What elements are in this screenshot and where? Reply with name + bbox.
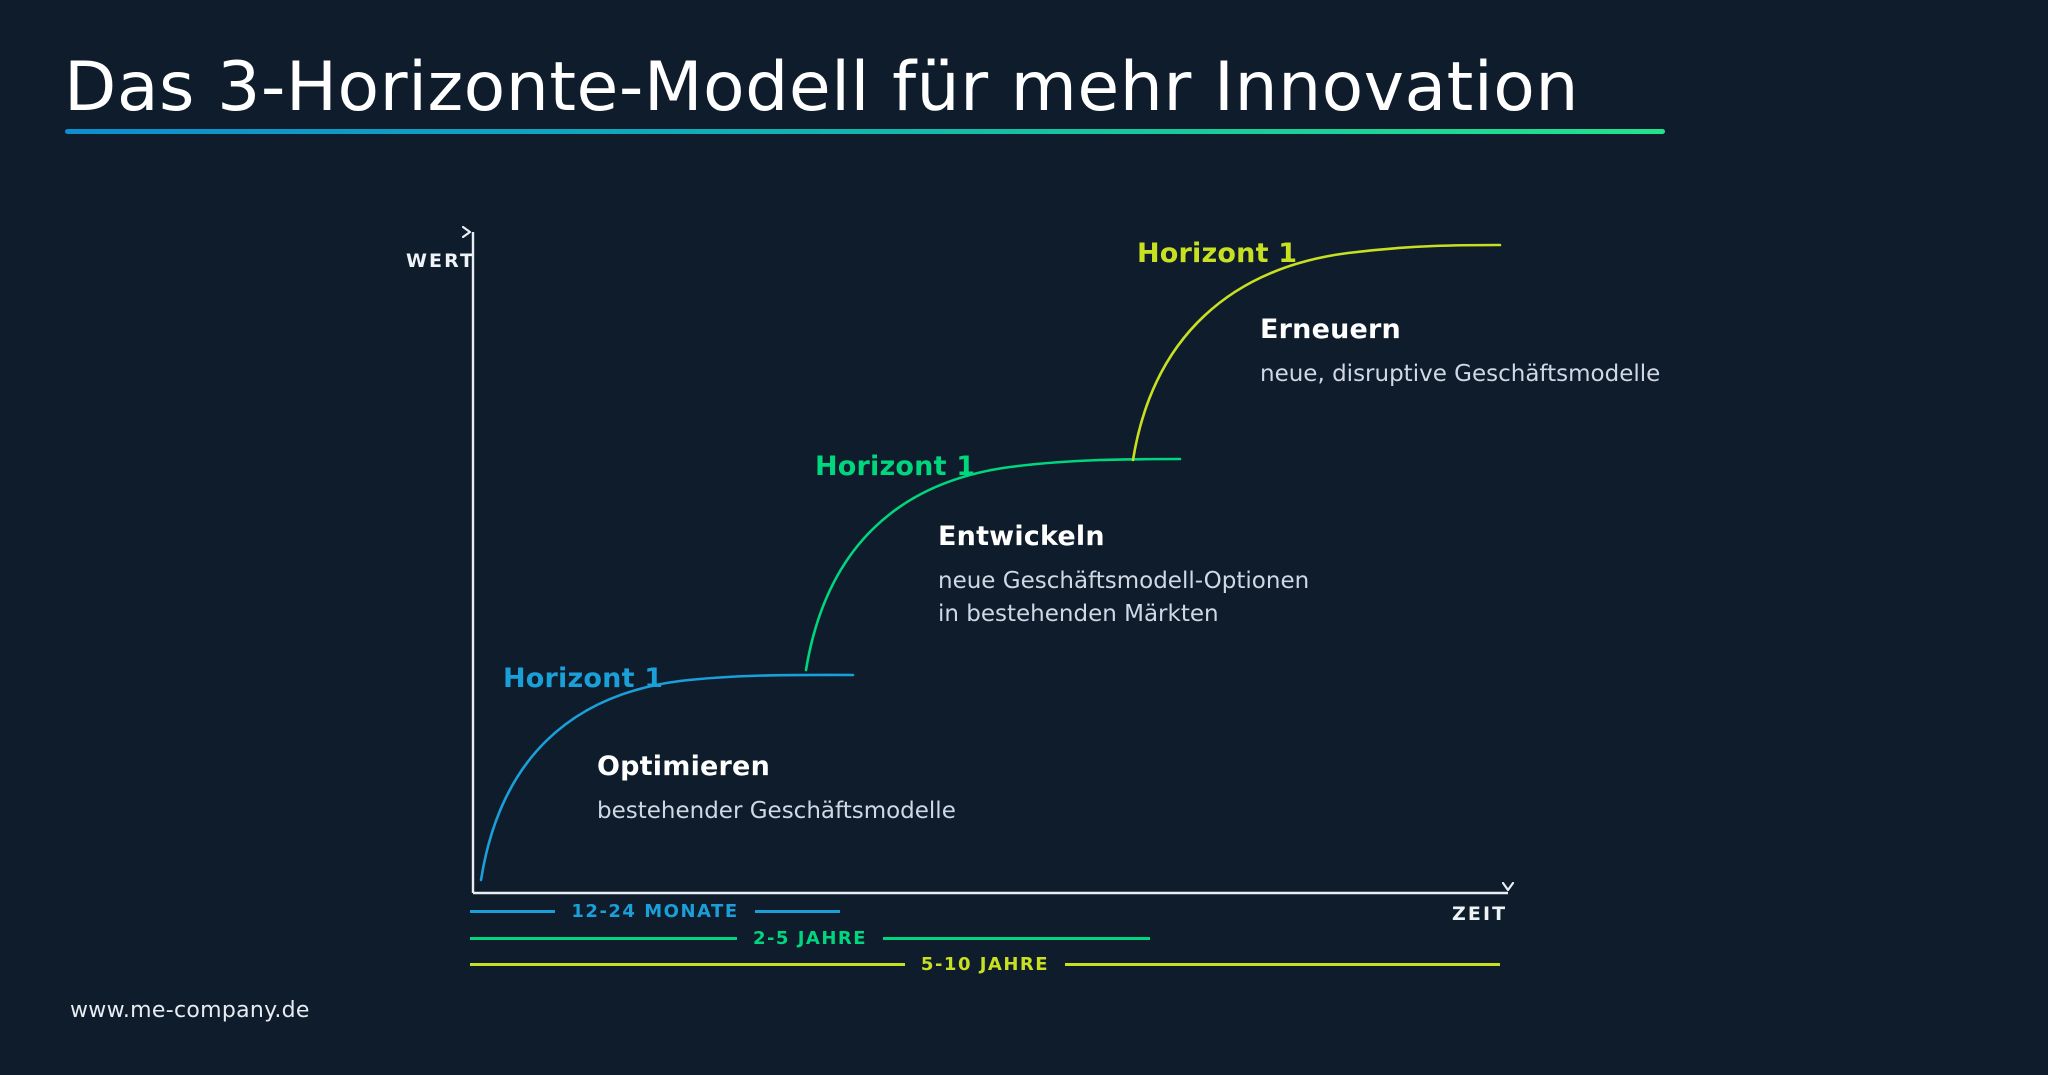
- timeline-segment-right: [1065, 963, 1501, 966]
- horizon-1-tag: Horizont 1: [503, 663, 664, 694]
- timeline-segment-left: [470, 910, 556, 913]
- timeline-segment-right: [883, 937, 1151, 940]
- y-axis-label: WERT: [406, 250, 476, 272]
- horizon-2-description-line-2: in bestehenden Märkten: [938, 601, 1219, 628]
- timeline-segment-right: [754, 910, 841, 913]
- footer-website-url[interactable]: www.me-company.de: [70, 998, 310, 1023]
- horizon-2-curve: [804, 457, 1182, 672]
- timeline-bar-horizon-3: 5-10 JAHRE: [470, 954, 1501, 975]
- timeline-bar-horizon-2: 2-5 JAHRE: [470, 928, 1151, 949]
- horizon-3-description-line-1: neue, disruptive Geschäftsmodelle: [1260, 361, 1661, 387]
- horizon-3-text-block: Erneuern neue, disruptive Geschäftsmodel…: [1260, 314, 1660, 391]
- x-axis-label: ZEIT: [1452, 903, 1508, 925]
- horizon-2-text-block: Entwickeln neue Geschäftsmodell-Optionen…: [938, 521, 1309, 632]
- horizon-2-tag: Horizont 1: [815, 451, 976, 482]
- horizon-2-description-line-1: neue Geschäftsmodell-Optionen: [938, 568, 1310, 594]
- horizon-3-heading: Erneuern: [1260, 314, 1401, 345]
- horizon-1-text-block: Optimieren bestehender Geschäftsmodelle: [597, 751, 956, 828]
- horizon-1-curve: [479, 673, 855, 882]
- timeline-segment-left: [470, 963, 905, 966]
- horizon-1-heading: Optimieren: [597, 751, 770, 782]
- timeline-segment-left: [470, 937, 737, 940]
- horizon-3-curve: [1131, 243, 1502, 462]
- horizon-1-description-line-1: bestehender Geschäftsmodelle: [597, 798, 956, 824]
- horizon-3-tag: Horizont 1: [1137, 238, 1298, 269]
- timeline-bar-horizon-1: 12-24 MONATE: [470, 901, 841, 922]
- timeline-label-horizon-2: 2-5 JAHRE: [752, 928, 868, 949]
- timeline-label-horizon-1: 12-24 MONATE: [571, 901, 739, 922]
- horizon-2-heading: Entwickeln: [938, 521, 1105, 552]
- timeline-label-horizon-3: 5-10 JAHRE: [920, 954, 1050, 975]
- page-title: Das 3-Horizonte-Modell für mehr Innovati…: [64, 48, 1579, 127]
- title-underline-rule: [65, 129, 1665, 134]
